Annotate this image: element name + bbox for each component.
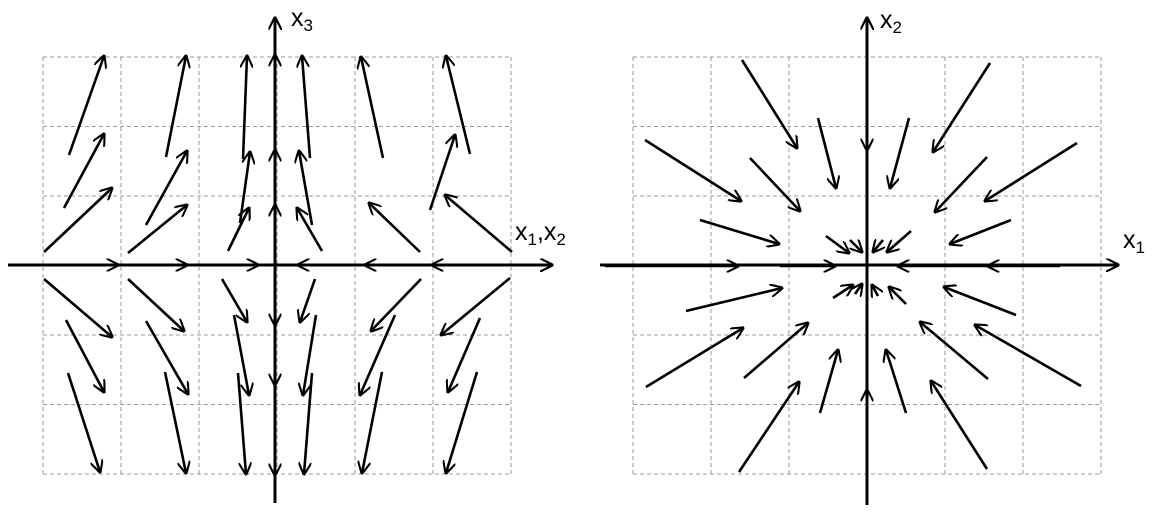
vector-arrow (236, 372, 246, 474)
right-vector-field (605, 59, 1082, 505)
vector-arrow (127, 205, 187, 255)
left-phase-portrait (8, 18, 552, 503)
vector-arrow (303, 314, 318, 395)
vector-arrow (935, 156, 988, 212)
vector-arrow (144, 320, 188, 394)
vector-arrow (361, 57, 385, 159)
vector-arrow (362, 371, 384, 473)
vector-arrow (62, 134, 104, 209)
vector-arrow (685, 288, 782, 313)
vector-arrow (164, 56, 186, 158)
vector-arrow (300, 278, 317, 322)
vector-arrow (887, 230, 912, 252)
vector-arrow (144, 151, 187, 226)
vector-arrow (428, 135, 455, 211)
vector-arrow (299, 151, 314, 226)
vector-arrow (944, 287, 1017, 317)
vector-arrow (446, 371, 479, 473)
vector-arrow (699, 218, 779, 244)
vector-arrow (737, 382, 799, 473)
vector-arrow (645, 328, 743, 389)
vector-arrow (446, 56, 472, 155)
vector-arrow (43, 278, 112, 337)
vector-arrow (873, 240, 883, 252)
vector-arrow (749, 157, 800, 211)
vector-arrow (297, 208, 324, 252)
vector-arrow (441, 276, 511, 335)
vector-arrow (243, 56, 247, 160)
vector-arrow (66, 372, 100, 472)
vector-arrow (920, 322, 989, 380)
vector-arrow (832, 285, 853, 300)
right-horizontal-axis-label: x1 (1123, 226, 1145, 257)
vector-arrow (371, 278, 422, 331)
vector-arrow (890, 117, 911, 188)
left-axes (8, 18, 552, 503)
vector-arrow (64, 319, 104, 392)
vector-arrow (220, 278, 247, 322)
vector-arrow (855, 284, 862, 294)
vector-arrow (816, 117, 836, 188)
right-phase-portrait (600, 18, 1118, 505)
right-vertical-axis-label: x2 (880, 6, 902, 37)
left-vector-field (10, 55, 548, 475)
vector-arrow (950, 218, 1012, 244)
vector-arrow (872, 285, 878, 296)
vector-arrow (238, 152, 250, 224)
vector-arrow (163, 371, 186, 473)
vector-arrow (448, 317, 482, 392)
vector-arrow (67, 56, 104, 156)
vector-arrow (975, 325, 1082, 388)
left-vertical-axis-label: x3 (291, 4, 313, 35)
vector-arrow (43, 188, 112, 253)
vector-arrow (985, 141, 1078, 201)
vector-arrow (445, 195, 513, 253)
vector-arrow (232, 314, 249, 395)
vector-arrow (933, 62, 992, 152)
vector-arrow (226, 208, 249, 252)
vector-arrow (849, 239, 862, 252)
vector-arrow (740, 59, 797, 148)
vector-arrow (818, 350, 838, 414)
vector-arrow (369, 203, 421, 253)
vector-arrow (931, 381, 989, 470)
vector-arrow (127, 278, 184, 331)
vector-arrow (825, 234, 849, 253)
vector-arrow (644, 138, 741, 201)
vector-arrow (302, 56, 312, 159)
left-horizontal-axis-label: x1,x2 (515, 218, 566, 249)
vector-arrow (743, 323, 808, 379)
vector-arrow (889, 287, 907, 305)
vector-arrow (886, 350, 908, 414)
right-axes (600, 18, 1118, 505)
vector-arrow (304, 372, 314, 474)
vector-arrow (360, 314, 397, 395)
